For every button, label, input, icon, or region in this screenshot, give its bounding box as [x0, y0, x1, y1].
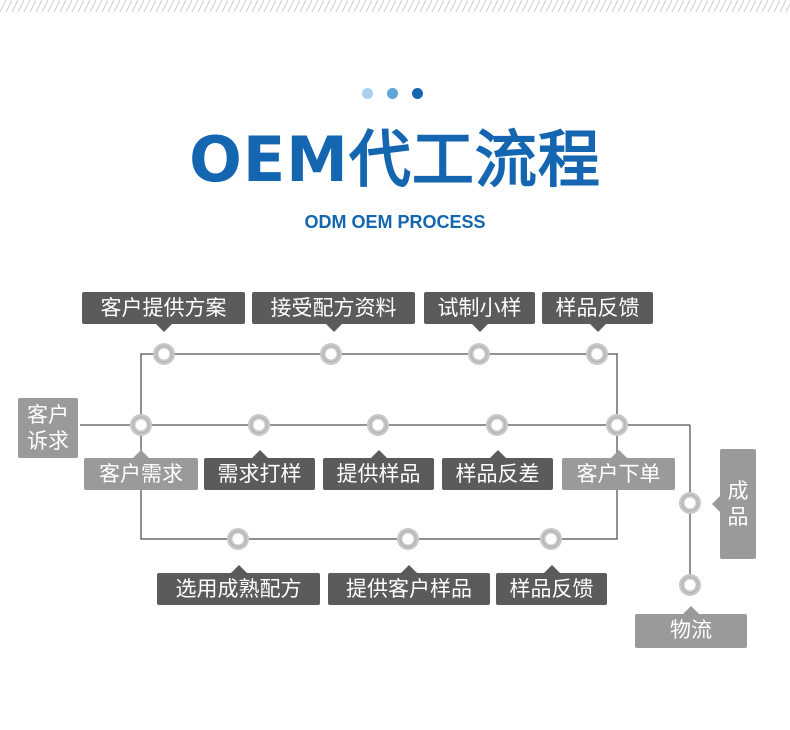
flow-node-marker: [486, 414, 508, 436]
top-step-3: 试制小样: [424, 292, 535, 332]
page-subtitle: ODM OEM PROCESS: [304, 212, 486, 232]
middle-step-2: 需求打样: [204, 450, 315, 490]
logistics-label: 物流: [635, 606, 747, 648]
flow-node-marker: [248, 414, 270, 436]
middle-step-1: 客户需求: [84, 450, 198, 490]
middle-step-3: 提供样品: [323, 450, 434, 490]
customer-demand-start-label: 客户诉求: [18, 398, 78, 458]
flow-node-marker: [606, 414, 628, 436]
top-dashed-border: [0, 0, 790, 12]
middle-step-5: 客户下单: [562, 450, 675, 490]
flow-node-marker: [227, 528, 249, 550]
finished-product-label: 成品: [712, 449, 756, 559]
dot-medium: [387, 88, 398, 99]
flow-node-marker: [540, 528, 562, 550]
finished-product-text: 成品: [727, 479, 749, 529]
bottom-step-2: 提供客户样品: [328, 565, 490, 605]
bottom-step-1: 选用成熟配方: [157, 565, 320, 605]
flow-node-marker: [468, 343, 490, 365]
flow-node-marker: [130, 414, 152, 436]
flow-node-marker: [679, 492, 701, 514]
flow-node-marker: [153, 343, 175, 365]
dot-light: [362, 88, 373, 99]
middle-step-4: 样品反差: [442, 450, 553, 490]
dot-dark: [412, 88, 423, 99]
top-step-4: 样品反馈: [542, 292, 653, 332]
page-title: OEM代工流程: [189, 123, 601, 196]
flow-node-marker: [367, 414, 389, 436]
decorative-dots: [362, 88, 432, 100]
bottom-step-3: 样品反馈: [496, 565, 607, 605]
flow-node-marker: [586, 343, 608, 365]
top-step-1: 客户提供方案: [82, 292, 245, 332]
flow-node-marker: [679, 574, 701, 596]
flow-node-marker: [320, 343, 342, 365]
flow-node-marker: [397, 528, 419, 550]
top-step-2: 接受配方资料: [252, 292, 415, 332]
start-label-text: 客户诉求: [27, 403, 69, 453]
